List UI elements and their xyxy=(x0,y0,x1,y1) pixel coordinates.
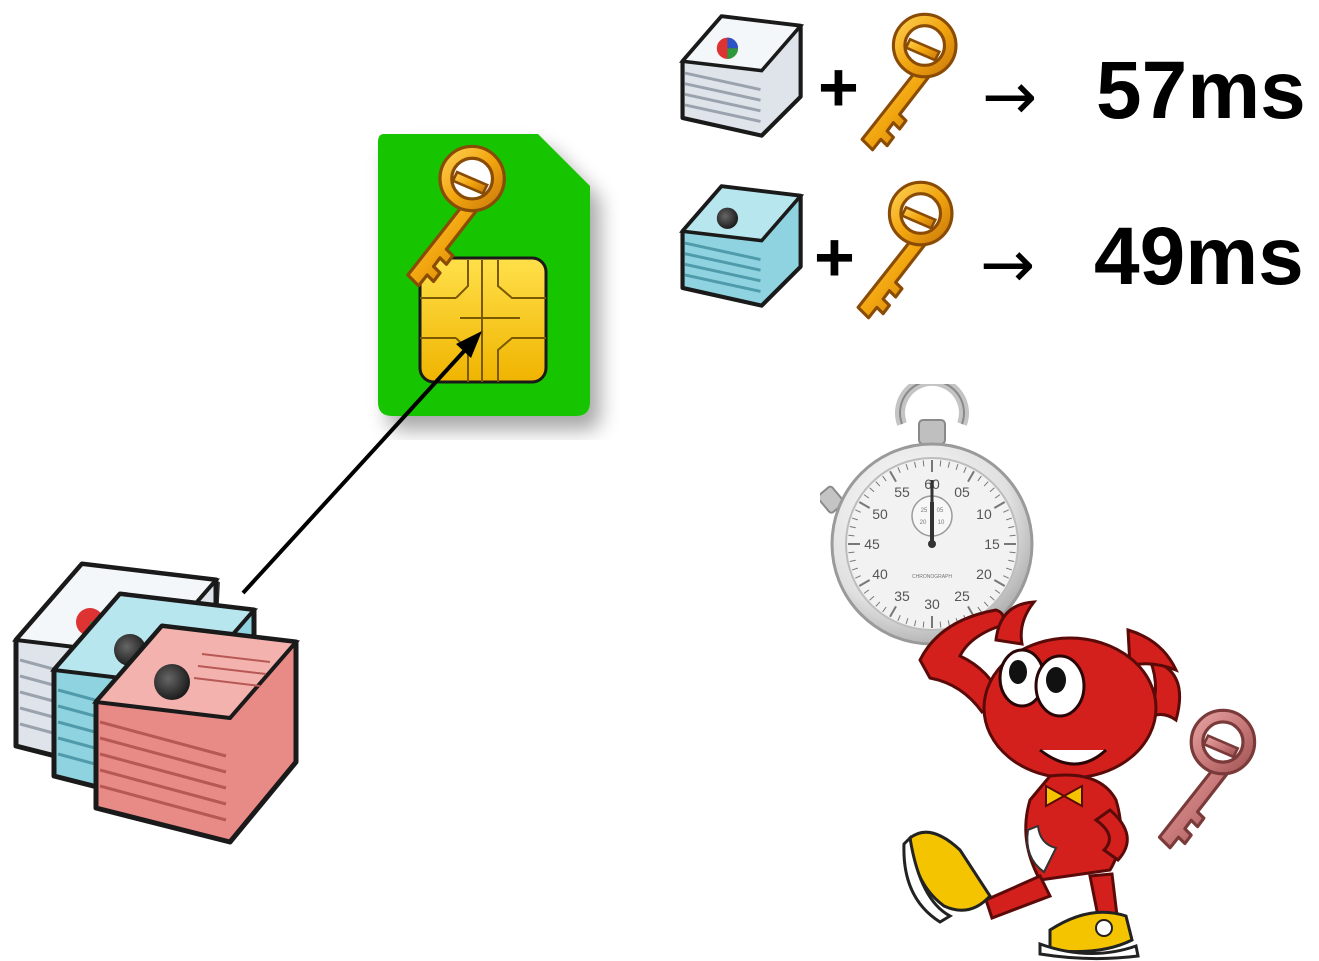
stopwatch-number: 15 xyxy=(984,536,1000,552)
timing-label-49ms: 49ms xyxy=(1094,211,1304,302)
sim-chip xyxy=(418,256,548,384)
stopwatch-number: 10 xyxy=(976,506,992,522)
result-arrow: → xyxy=(980,226,1036,303)
stopwatch-tick xyxy=(855,509,861,513)
stopwatch-tick xyxy=(1006,567,1013,571)
stopwatch-tick xyxy=(863,589,870,594)
document-stack-white-small xyxy=(679,14,805,138)
stopwatch-tick xyxy=(858,501,871,509)
stopwatch-tick xyxy=(889,470,897,483)
stopwatch-number: 20 xyxy=(976,566,992,582)
stopwatch-tick xyxy=(849,526,856,529)
stopwatch-tick xyxy=(851,567,858,571)
stopwatch-tick xyxy=(905,463,909,470)
stopwatch-subdial-number: 25 xyxy=(921,508,928,514)
stopwatch-tick xyxy=(875,601,881,607)
timing-label-57ms: 57ms xyxy=(1096,45,1306,136)
stopwatch-number: 40 xyxy=(872,566,888,582)
stopwatch-tick xyxy=(914,620,917,627)
bsd-daemon-icon xyxy=(902,600,1182,961)
document-stack-red xyxy=(92,623,300,845)
stopwatch-ticks xyxy=(848,460,1016,628)
stopwatch-tick xyxy=(869,487,875,493)
stopwatch-tick xyxy=(914,461,917,468)
stopwatch-tick xyxy=(983,601,989,607)
stopwatch-subdial-number: 10 xyxy=(938,520,945,526)
stopwatch-tick xyxy=(963,467,967,473)
document-stack-group xyxy=(12,561,300,845)
stopwatch-tick xyxy=(983,481,989,487)
stopwatch-tick xyxy=(939,621,942,628)
sim-card-icon xyxy=(378,134,590,416)
stopwatch-subdial-number: 20 xyxy=(920,520,927,526)
stopwatch-tick xyxy=(1003,575,1009,579)
stopwatch-tick xyxy=(989,595,995,601)
stopwatch-number: 25 xyxy=(954,588,970,604)
document-stack-blue-small xyxy=(679,184,805,308)
stopwatch-tick xyxy=(858,579,871,587)
plus-sign: + xyxy=(818,48,859,126)
stopwatch-tick xyxy=(994,494,1001,499)
result-arrow: → xyxy=(982,58,1038,135)
key-icon xyxy=(860,12,958,152)
stopwatch-tick xyxy=(989,487,995,493)
stopwatch-tick xyxy=(848,534,855,537)
stopwatch-tick xyxy=(848,551,855,554)
stopwatch-tick xyxy=(922,621,925,628)
stopwatch-tick xyxy=(1009,534,1016,537)
stopwatch-brand: CHRONOGRAPH xyxy=(912,574,952,580)
stopwatch-tick xyxy=(889,605,897,618)
stopwatch-tick xyxy=(855,575,861,579)
stopwatch-tick xyxy=(993,501,1006,509)
stopwatch-tick xyxy=(939,460,942,467)
stopwatch-subdial-number: 05 xyxy=(937,508,944,514)
stopwatch-tick xyxy=(967,470,975,483)
stopwatch-number: 50 xyxy=(872,506,888,522)
stopwatch-tick xyxy=(875,481,881,487)
stopwatch-tick xyxy=(1008,526,1015,529)
stopwatch-tick xyxy=(869,595,875,601)
stopwatch-tick xyxy=(955,463,959,470)
key-icon xyxy=(856,180,954,320)
stopwatch-tick xyxy=(1003,509,1009,513)
stopwatch-tick xyxy=(882,475,887,482)
stopwatch-number: 45 xyxy=(864,536,880,552)
stopwatch-tick xyxy=(947,461,950,468)
stopwatch-tick xyxy=(863,494,870,499)
stopwatch-number: 35 xyxy=(894,588,910,604)
stopwatch-tick xyxy=(905,618,909,625)
stopwatch-tick xyxy=(851,517,858,521)
plus-sign: + xyxy=(814,218,855,296)
stopwatch-tick xyxy=(897,615,901,621)
stopwatch-tick xyxy=(849,559,856,562)
stopwatch-tick xyxy=(1006,517,1013,521)
stopwatch-tick xyxy=(977,606,982,613)
stopwatch-number: 55 xyxy=(894,484,910,500)
stopwatch-number: 30 xyxy=(924,596,940,612)
stopwatch-number: 05 xyxy=(954,484,970,500)
stopwatch-tick xyxy=(1008,559,1015,562)
stopwatch-tick xyxy=(947,620,950,627)
stopwatch-tick xyxy=(977,475,982,482)
stopwatch-tick xyxy=(993,579,1006,587)
stopwatch-tick xyxy=(897,467,901,473)
stopwatch-tick xyxy=(922,460,925,467)
stopwatch-tick xyxy=(994,589,1001,594)
stopwatch-tick xyxy=(1009,551,1016,554)
stopwatch-tick xyxy=(882,606,887,613)
